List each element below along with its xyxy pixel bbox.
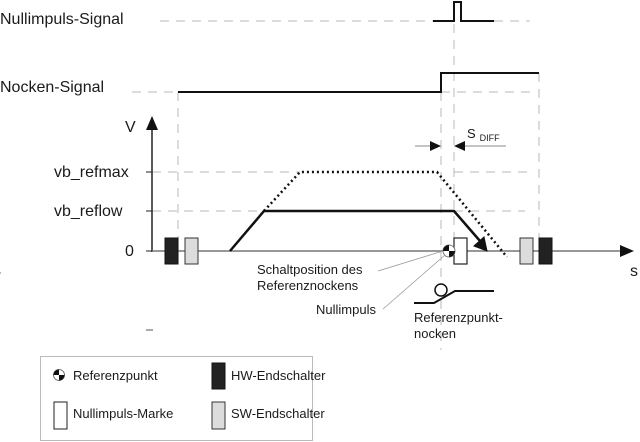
legend-box <box>40 356 313 441</box>
nocken-signal-trace <box>178 72 539 93</box>
annotation-nullimpuls: Nullimpuls <box>316 302 376 317</box>
legend-sw-limit-switch-icon <box>211 401 226 430</box>
tick-label-vb-refmax: vb_refmax <box>54 164 129 181</box>
legend-reference-point-icon <box>53 369 65 381</box>
annotation-referenzpunkt-nocken-line1: Referenzpunkt- <box>414 310 503 325</box>
guide-lines <box>132 8 540 350</box>
s-axis-arrow-icon <box>620 245 634 257</box>
v-axis-label: V <box>125 119 136 136</box>
s-diff-label: S DIFF <box>467 126 500 143</box>
velocity-profile-refmax <box>263 170 508 258</box>
sw-limit-switch-left <box>184 237 199 265</box>
legend-hw-limit-switch-icon <box>211 362 226 390</box>
legend-label-nullimpuls-marke: Nullimpuls-Marke <box>73 406 173 421</box>
legend-label-referenzpunkt: Referenzpunkt <box>73 368 158 383</box>
nocken-signal-label: Nocken-Signal <box>0 79 104 96</box>
s-axis-label: s <box>630 263 638 280</box>
tick-label-zero: 0 <box>125 243 134 260</box>
sw-limit-switch-right <box>519 237 534 265</box>
legend-item-referenzpunkt: Referenzpunkt <box>53 368 158 383</box>
legend-label-hw-endschalter: HW-Endschalter <box>231 368 326 383</box>
s-diff-arrow-left-icon <box>454 141 465 151</box>
hw-limit-switch-left <box>164 237 179 265</box>
zero-pulse-mark <box>453 237 468 265</box>
callout-line-schaltposition <box>377 250 444 272</box>
reference-point-icon <box>442 244 456 258</box>
legend-item-nullimpuls-marke: Nullimpuls-Marke <box>53 401 173 430</box>
v-axis-arrow-icon <box>146 116 158 130</box>
annotation-schaltposition-line1: Schaltposition des <box>257 262 363 277</box>
legend-label-sw-endschalter: SW-Endschalter <box>231 406 325 421</box>
legend-item-hw-endschalter: HW-Endschalter <box>211 362 326 390</box>
reference-cam-icon <box>414 283 494 304</box>
s-diff-arrow-right-icon <box>430 141 441 151</box>
hw-limit-switch-right <box>538 237 553 265</box>
velocity-profile-reflow <box>229 209 481 252</box>
legend-item-sw-endschalter: SW-Endschalter <box>211 401 325 430</box>
annotation-referenzpunkt-nocken-line2: nocken <box>414 326 456 341</box>
s-diff-subscript: DIFF <box>480 133 500 143</box>
s-diff-symbol: S <box>467 126 476 141</box>
annotation-schaltposition-line2: Referenznockens <box>257 278 359 293</box>
profile-arrow-icon <box>473 236 488 252</box>
nullimpuls-signal-trace <box>433 1 494 22</box>
legend: Referenzpunkt HW-Endschalter Nullimpuls-… <box>40 356 326 441</box>
tick-label-vb-reflow: vb_reflow <box>54 203 123 220</box>
nullimpuls-signal-label: Nullimpuls-Signal <box>0 11 124 28</box>
legend-zero-pulse-mark-icon <box>53 401 68 430</box>
callout-line-nullimpuls <box>382 254 446 310</box>
